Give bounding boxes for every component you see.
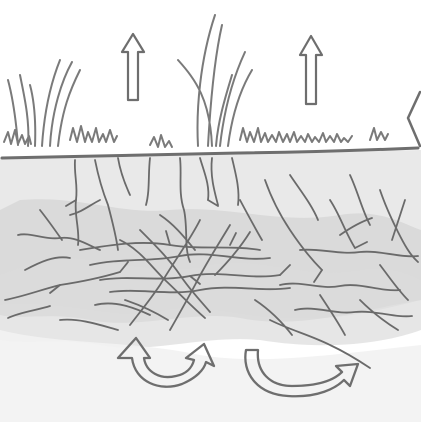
- up-arrow-left: [122, 34, 144, 100]
- upward-arrows: [122, 34, 322, 104]
- up-arrow-right: [300, 36, 322, 104]
- edge-bracket: [408, 92, 420, 146]
- grass: [4, 15, 388, 147]
